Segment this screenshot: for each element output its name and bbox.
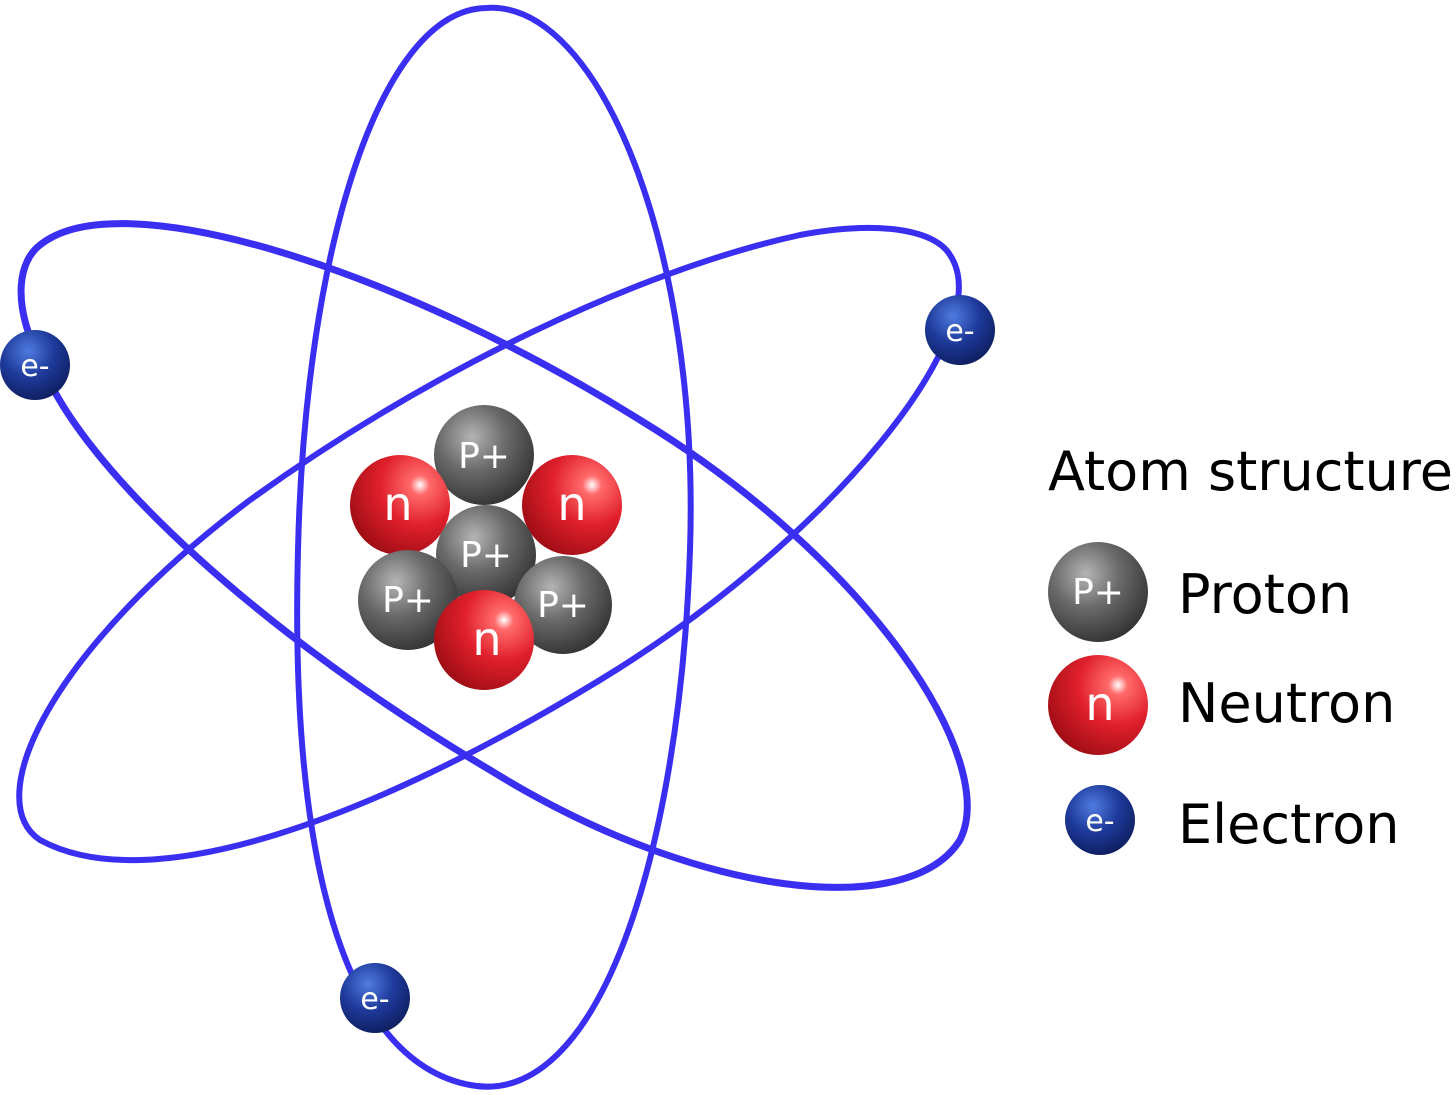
neutron-symbol: n — [1085, 677, 1114, 731]
legend-label-electron: Electron — [1178, 793, 1399, 856]
proton-symbol: P+ — [458, 436, 510, 477]
neutron-symbol: n — [472, 612, 501, 666]
orbit-right-tilted — [16, 224, 962, 864]
neutron: n — [350, 455, 450, 555]
neutron: n — [434, 590, 534, 690]
electron-bottom: e- — [340, 963, 410, 1033]
proton-symbol: P+ — [537, 585, 589, 626]
electron-swatch — [1065, 785, 1135, 855]
orbits — [16, 4, 971, 1090]
electron-left: e- — [0, 330, 70, 400]
legend-label-neutron: Neutron — [1178, 672, 1395, 735]
legend-item-electron: e- Electron — [1065, 785, 1399, 856]
proton: P+ — [436, 505, 536, 605]
legend: Atom structure P+ Proton n Neutron e- El… — [1048, 440, 1453, 856]
electron-symbol: e- — [945, 314, 974, 349]
nucleus: P+ n n P+ P+ P+ n — [350, 405, 622, 690]
legend-item-neutron: n Neutron — [1048, 655, 1395, 755]
proton: P+ — [514, 556, 612, 654]
neutron: n — [522, 455, 622, 555]
proton-symbol: P+ — [382, 580, 434, 621]
proton-symbol: P+ — [460, 535, 512, 576]
electron-symbol: e- — [1085, 804, 1114, 839]
proton: P+ — [358, 550, 458, 650]
proton-symbol: P+ — [1072, 572, 1124, 613]
neutron-swatch — [1048, 655, 1148, 755]
electron-right: e- — [925, 295, 995, 365]
neutron-symbol: n — [557, 477, 586, 531]
electron-symbol: e- — [20, 349, 49, 384]
legend-title: Atom structure — [1048, 440, 1453, 503]
electron-symbol: e- — [360, 982, 389, 1017]
legend-item-proton: P+ Proton — [1048, 542, 1352, 642]
orbit-left-tilted — [17, 220, 971, 891]
legend-label-proton: Proton — [1178, 563, 1352, 626]
neutron-symbol: n — [383, 477, 412, 531]
proton-swatch — [1048, 542, 1148, 642]
proton: P+ — [434, 405, 534, 505]
electrons: e- e- e- — [0, 295, 995, 1033]
